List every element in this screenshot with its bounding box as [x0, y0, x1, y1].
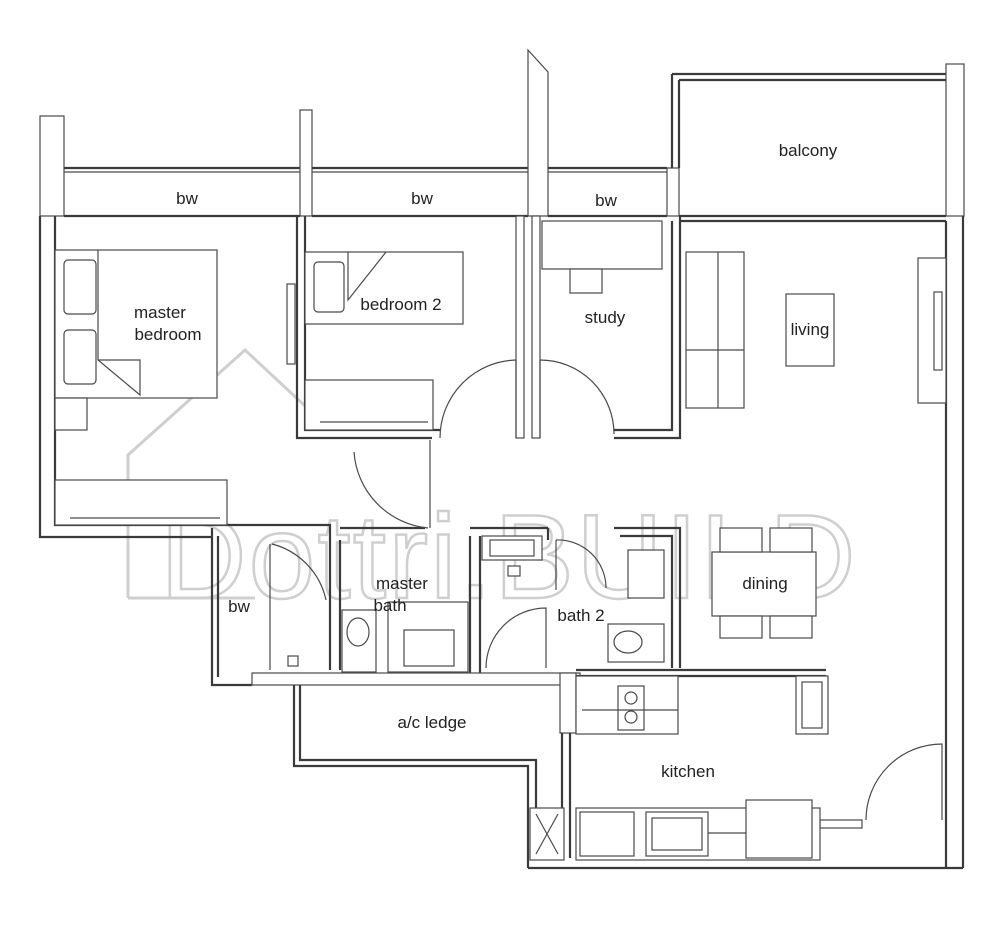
chair-icon [769, 615, 813, 639]
label-bath2: bath 2 [557, 606, 604, 625]
doors [269, 359, 943, 821]
label-master-bedroom-line1: master [134, 303, 186, 322]
pillow-icon [63, 329, 97, 385]
label-study: study [585, 308, 626, 327]
chair-icon [719, 615, 763, 639]
desk-icon [541, 220, 663, 270]
dining-table-icon [711, 551, 817, 617]
bath2-fixtures [481, 535, 665, 663]
outer-walls [38, 48, 965, 870]
fridge-icon [579, 811, 635, 857]
kitchen-fixtures [529, 675, 821, 861]
cabinet-icon [627, 549, 665, 599]
pillow-icon [313, 261, 345, 313]
label-kitchen: kitchen [661, 762, 715, 781]
room-labels: bw bw bw balcony master bedroom bedroom … [134, 141, 838, 781]
living-furniture [685, 251, 835, 409]
master-bath-fixtures [287, 601, 469, 673]
label-master-bath-line2: bath [373, 596, 406, 615]
label-bw-2: bw [411, 189, 433, 208]
dining-furniture [711, 527, 817, 639]
chair-icon [569, 268, 603, 294]
label-living: living [791, 320, 830, 339]
label-balcony: balcony [779, 141, 838, 160]
label-bw-4: bw [228, 597, 250, 616]
stove-icon [617, 685, 645, 731]
label-bedroom2: bedroom 2 [360, 295, 441, 314]
label-dining: dining [742, 574, 787, 593]
label-master-bedroom-line2: bedroom [134, 325, 201, 344]
shower-icon [287, 655, 299, 667]
watermark-house-icon [126, 347, 320, 600]
label-ac-ledge: a/c ledge [398, 713, 467, 732]
bedroom2-furniture [304, 251, 464, 431]
master-bedroom-furniture [54, 249, 228, 526]
study-furniture [541, 220, 663, 294]
chair-icon [769, 527, 813, 553]
chair-icon [719, 527, 763, 553]
pillow-icon [63, 259, 97, 315]
label-bw-1: bw [176, 189, 198, 208]
label-bw-3: bw [595, 191, 617, 210]
interior-walls [210, 215, 947, 858]
sofa-icon [685, 251, 745, 409]
washer-icon [745, 799, 813, 859]
coffee-table-icon [785, 293, 835, 367]
label-master-bath-line1: master [376, 574, 428, 593]
